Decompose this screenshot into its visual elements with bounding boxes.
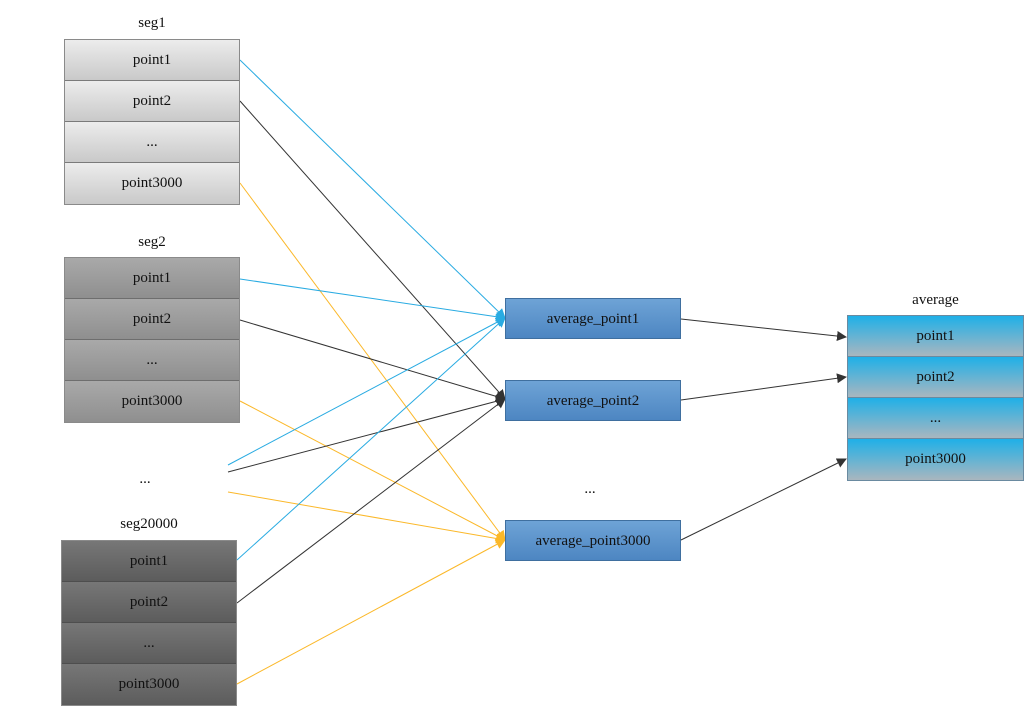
- seg1-title: seg1: [138, 15, 166, 31]
- average-cell-point3000: point3000: [848, 439, 1023, 480]
- seg1-cell-point1: point1: [65, 40, 239, 81]
- average-cell-point2: point2: [848, 357, 1023, 398]
- arrow-seg20000-point3000: [236, 539, 506, 685]
- arrow-ellipsis-point1: [227, 317, 506, 466]
- seg2-box: point1 point2 ... point3000: [64, 257, 240, 423]
- seg20000-cell-point3000: point3000: [62, 664, 236, 705]
- arrow-seg20000-point1: [236, 317, 506, 561]
- seg20000-cell-ellipsis: ...: [62, 623, 236, 664]
- seg20000-box: point1 point2 ... point3000: [61, 540, 237, 706]
- average-title: average: [912, 292, 959, 308]
- average-cell-point1: point1: [848, 316, 1023, 357]
- seg2-cell-point3000: point3000: [65, 381, 239, 422]
- average-point1-box: average_point1: [505, 298, 681, 339]
- seg2-title: seg2: [138, 234, 166, 250]
- average-point2-box: average_point2: [505, 380, 681, 421]
- segments-ellipsis: ...: [139, 471, 151, 487]
- seg1-cell-ellipsis: ...: [65, 122, 239, 163]
- arrow-seg1-point3000: [239, 182, 506, 541]
- seg1-box: point1 point2 ... point3000: [64, 39, 240, 205]
- seg2-cell-ellipsis: ...: [65, 340, 239, 381]
- seg20000-title: seg20000: [120, 516, 178, 532]
- arrow-seg2-point1: [239, 278, 506, 322]
- arrow-ellipsis-point2: [227, 396, 506, 473]
- arrow-seg2-point2: [239, 319, 506, 402]
- seg20000-cell-point1: point1: [62, 541, 236, 582]
- arrow-ellipsis-point3000: [227, 491, 506, 544]
- arrow-average-point2: [680, 373, 847, 401]
- arrow-seg1-point2: [239, 100, 506, 400]
- average-box: point1 point2 ... point3000: [847, 315, 1024, 481]
- average-cell-ellipsis: ...: [848, 398, 1023, 439]
- arrow-seg2-point3000: [239, 400, 506, 541]
- arrow-average-point3000: [680, 458, 847, 541]
- average-points-ellipsis: ...: [584, 481, 596, 497]
- arrow-average-point1: [680, 318, 847, 341]
- seg2-cell-point1: point1: [65, 258, 239, 299]
- seg1-cell-point2: point2: [65, 81, 239, 122]
- seg1-cell-point3000: point3000: [65, 163, 239, 204]
- arrow-seg1-point1: [239, 59, 506, 319]
- arrow-seg20000-point2: [236, 398, 506, 604]
- seg2-cell-point2: point2: [65, 299, 239, 340]
- average-point3000-box: average_point3000: [505, 520, 681, 561]
- seg20000-cell-point2: point2: [62, 582, 236, 623]
